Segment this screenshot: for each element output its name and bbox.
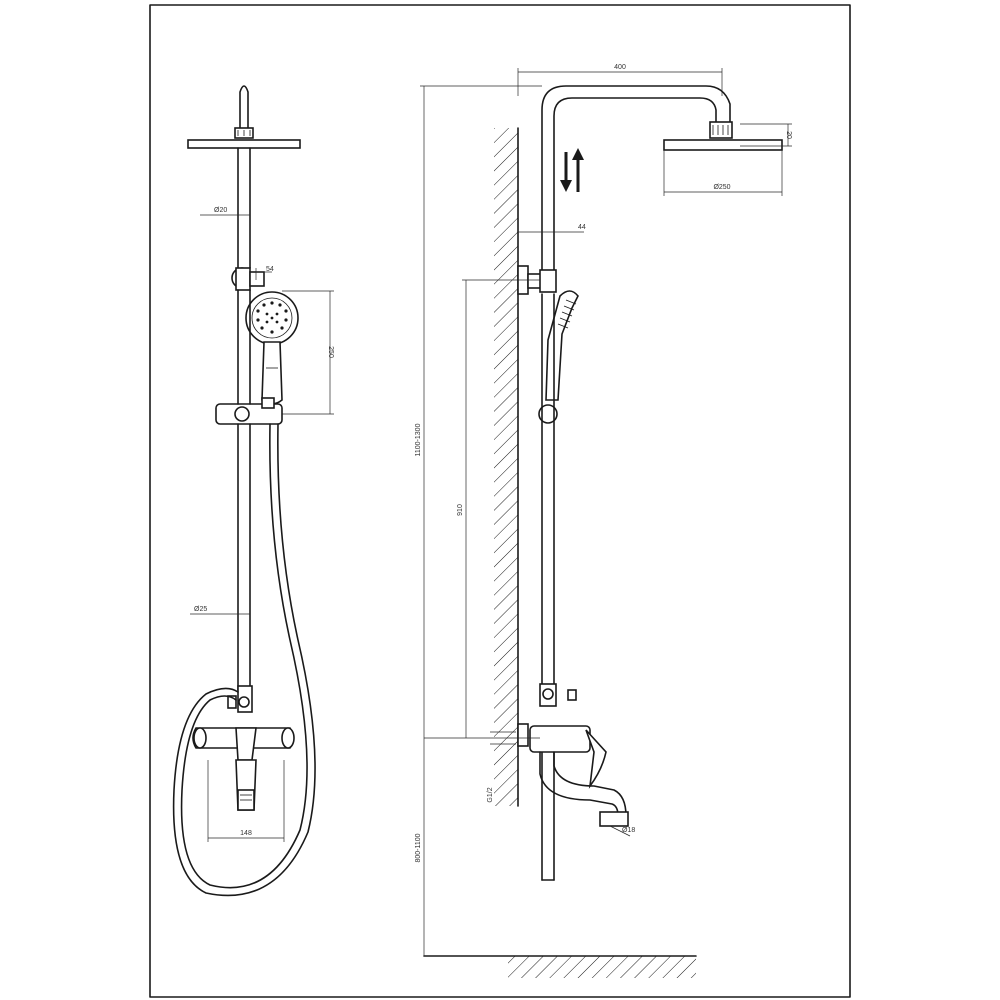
front-view: Ø20 54 250 (172, 85, 334, 897)
handshower-handle (261, 341, 283, 405)
mixer-width-label: 148 (240, 830, 252, 837)
mixer-body-side (529, 725, 591, 753)
spout-side (539, 751, 619, 817)
rail-width-label: 400 (614, 64, 626, 71)
wall-hatching (494, 128, 518, 806)
head-diameter-label: Ø250 (713, 184, 730, 191)
up-down-arrows-icon (560, 148, 584, 192)
pipe-top-diameter-label: Ø20 (214, 207, 227, 214)
wall-offset-label: G1/2 (487, 787, 494, 802)
handshower-holder (249, 271, 265, 287)
shower-hose (180, 423, 308, 889)
head-thickness-label: 20 (785, 131, 792, 139)
handshower-height-label: 250 (327, 346, 334, 358)
slide-height-label: 910 (457, 504, 464, 516)
pipe-small-dim-label: 44 (578, 224, 586, 231)
overhead-arm (541, 85, 731, 281)
handshower-nozzles (256, 301, 288, 334)
holder-dim-label: 54 (266, 266, 274, 273)
spout-diameter-label: Ø18 (622, 827, 635, 834)
pipe-main-diameter-label: Ø25 (194, 606, 207, 613)
mixer-lever (235, 727, 257, 761)
floor-hatching (508, 956, 696, 978)
rain-shower-head-side (663, 139, 783, 151)
mixer-floor-label: 800-1100 (415, 833, 422, 862)
slider-knob-side (538, 404, 558, 424)
side-view: 400 20 Ø250 44 (415, 64, 792, 978)
drawing-frame (149, 4, 851, 998)
top-cap (239, 85, 249, 131)
mixer-lever-side (585, 729, 607, 789)
rain-shower-head-front (187, 139, 301, 149)
handshower-side (545, 290, 579, 401)
total-height-label: 1100-1300 (415, 423, 422, 456)
